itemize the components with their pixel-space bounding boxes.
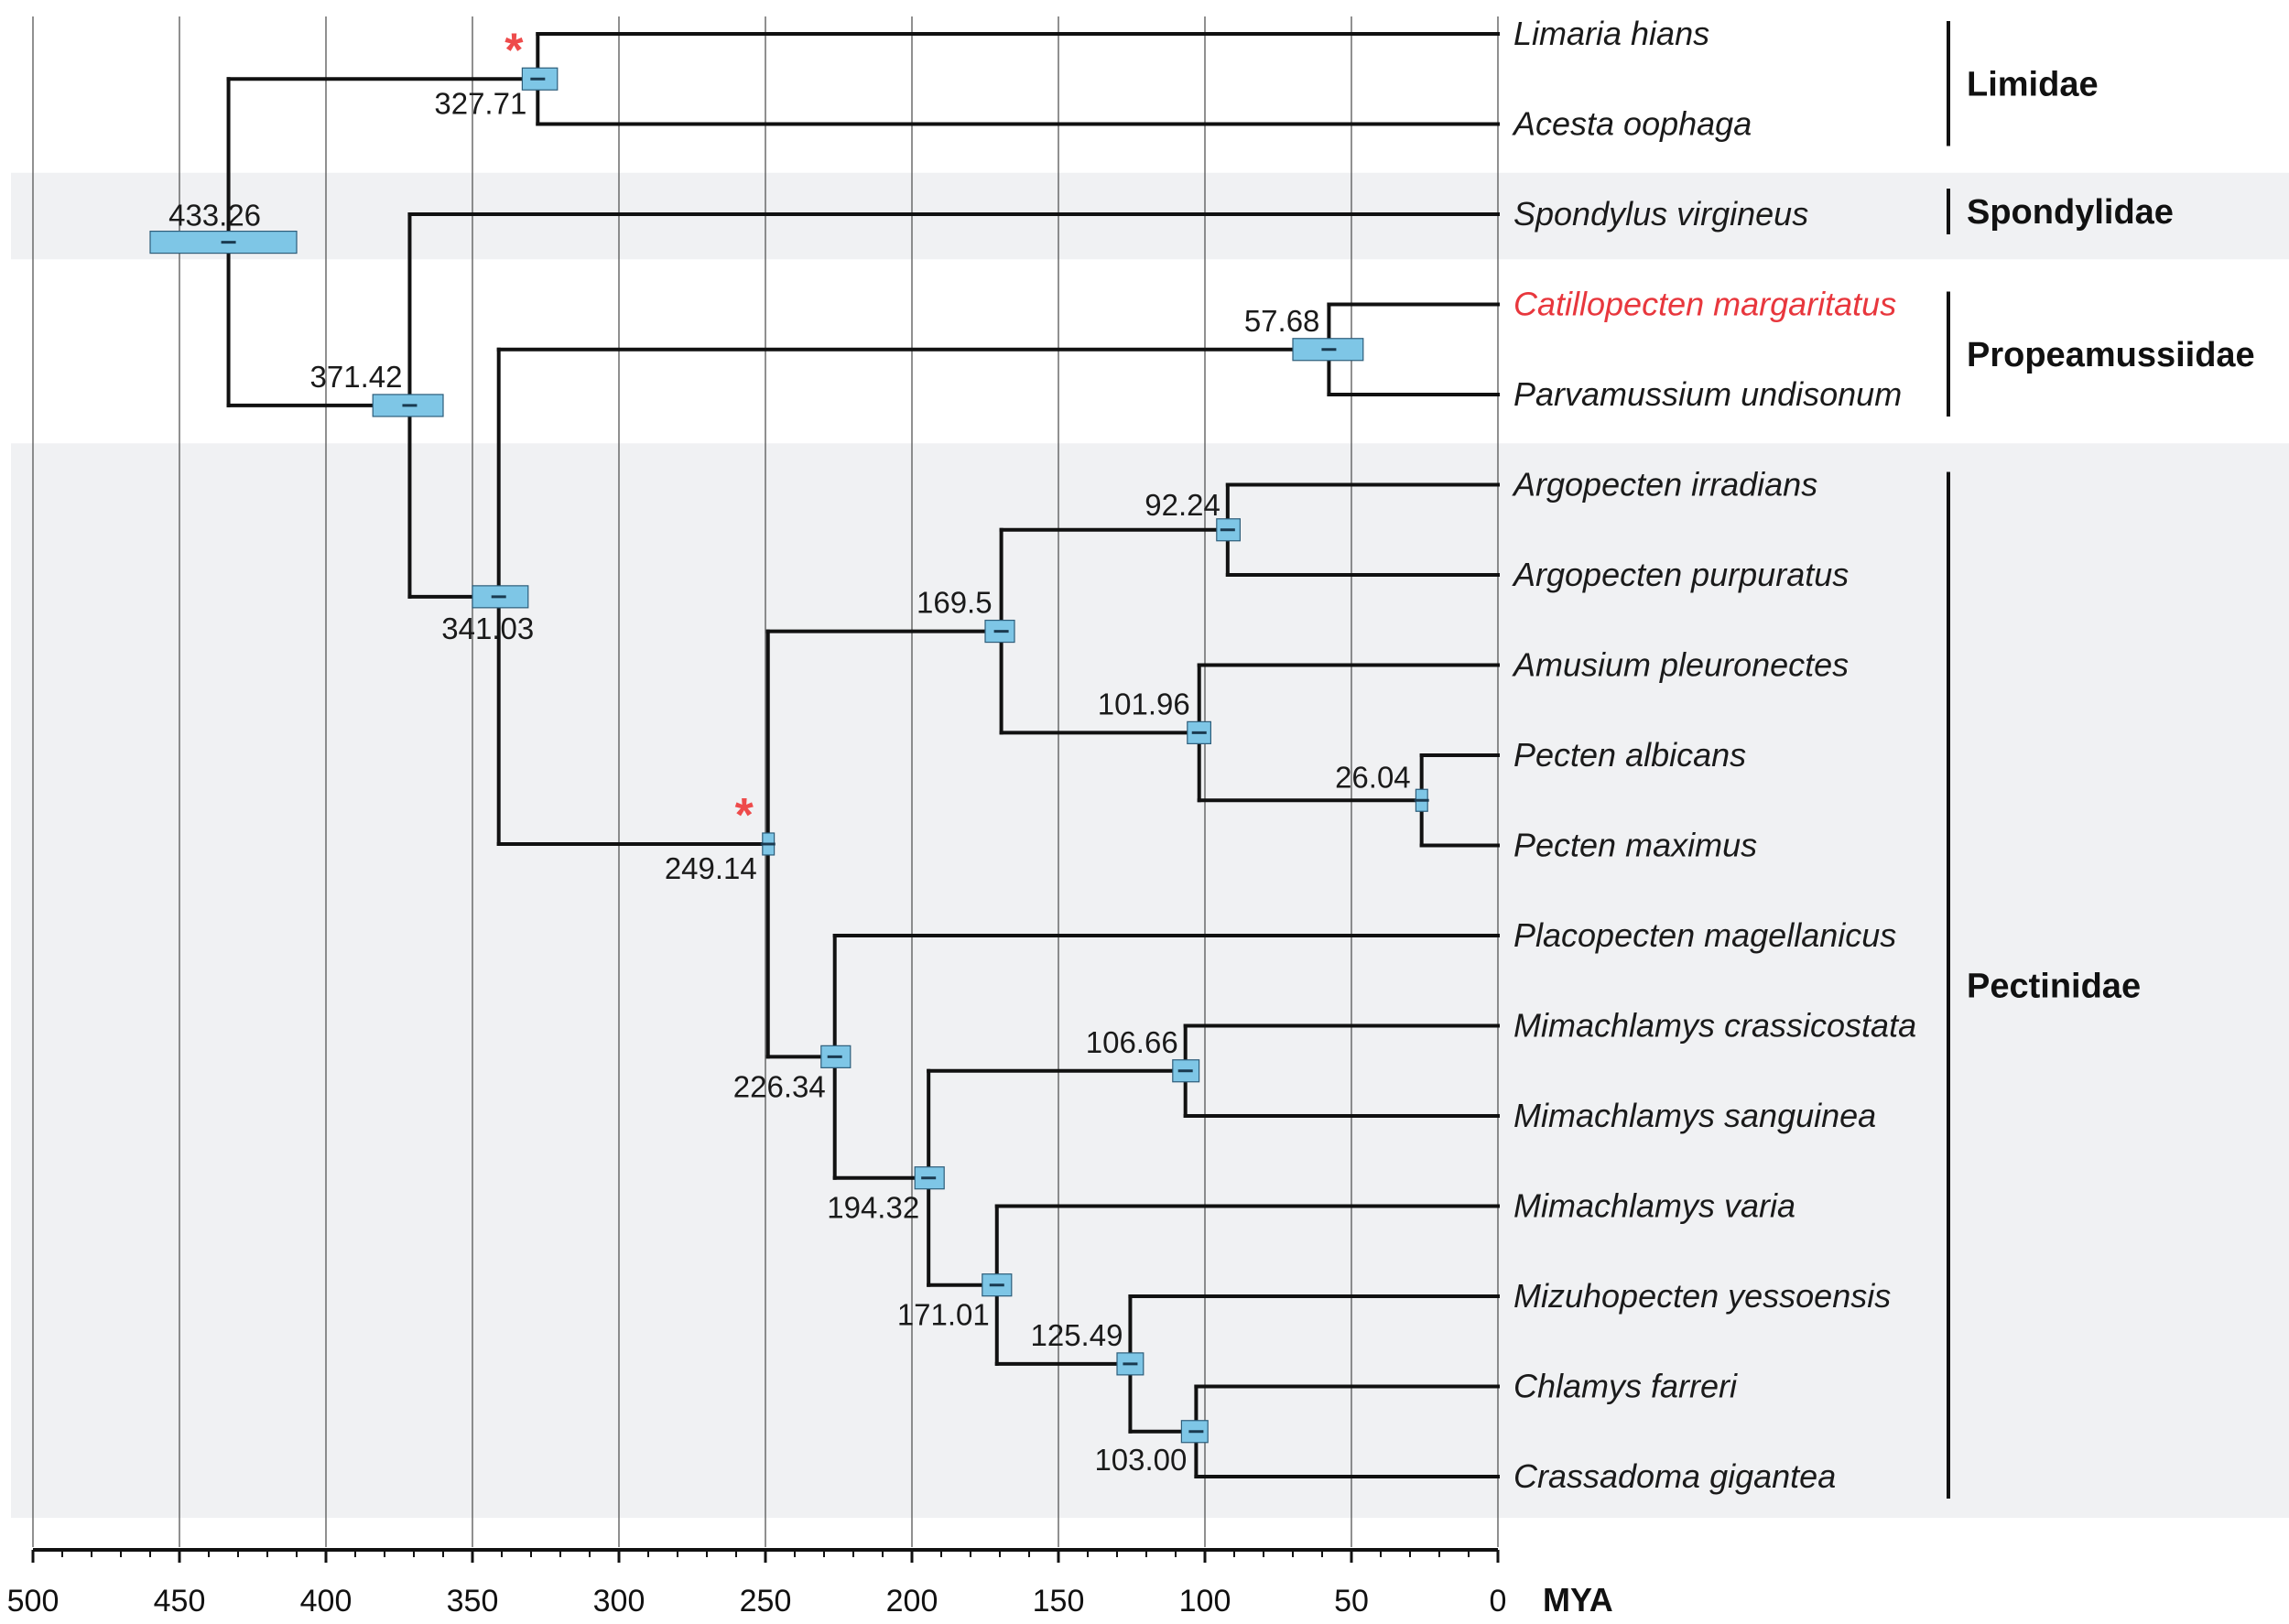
family-label-spondylidae: Spondylidae (1967, 193, 2174, 232)
axis-tick-label-50: 50 (1334, 1584, 1369, 1619)
axis-tick-label-500: 500 (7, 1584, 60, 1619)
node-age-labels: 433.26 327.71 371.42 341.03 57.68 249.14 169.5… (168, 86, 1411, 1477)
node-age-label-n_c: 341.03 (441, 612, 534, 645)
axis-tick-label-350: 350 (447, 1584, 499, 1619)
hpd-bar-n_h (1187, 720, 1212, 744)
axis-tick-label-150: 150 (1033, 1584, 1085, 1619)
node-age-label-n_b: 371.42 (310, 360, 403, 394)
taxon-label-limaria-hians: Limaria hians (1513, 15, 1709, 52)
node-age-label-n_f: 226.34 (733, 1069, 826, 1103)
node-age-label-n_n: 103.00 (1094, 1443, 1187, 1477)
taxon-label-placopecten-magellanicus: Placopecten magellanicus (1513, 916, 1896, 954)
axis-tick-label-200: 200 (886, 1584, 938, 1619)
taxon-label-crassadoma-gigantea: Crassadoma gigantea (1513, 1457, 1836, 1495)
node-age-label-n_pect: 249.14 (665, 851, 757, 885)
family-label-propeamussiidae: Propeamussiidae (1967, 336, 2255, 374)
taxon-label-argopecten-purpuratus: Argopecten purpuratus (1512, 556, 1849, 593)
taxon-label-mimachlamys-sanguinea: Mimachlamys sanguinea (1513, 1097, 1876, 1134)
hpd-bar-n_e (984, 619, 1015, 644)
taxon-label-argopecten-irradians: Argopecten irradians (1512, 466, 1817, 503)
node-age-label-n_prop: 57.68 (1244, 304, 1320, 338)
axis-tick-label-100: 100 (1179, 1584, 1231, 1619)
taxon-label-mimachlamys-crassicostata: Mimachlamys crassicostata (1513, 1007, 1916, 1045)
node-age-label-n_lim: 327.71 (434, 86, 526, 120)
taxon-label-mizuhopecten-yessoensis: Mizuhopecten yessoensis (1513, 1277, 1891, 1315)
hpd-bar-n_prop (1292, 338, 1364, 362)
taxon-label-chlamys-farreri: Chlamys farreri (1513, 1368, 1738, 1405)
node-age-label-n_pec: 26.04 (1335, 760, 1411, 794)
node-age-label-n_h: 101.96 (1098, 687, 1190, 720)
calibration-star-n_lim: * (504, 24, 524, 77)
family-brackets: LimidaeSpondylidaePropeamussiidaePectini… (1947, 21, 2255, 1499)
taxon-label-pecten-albicans: Pecten albicans (1513, 736, 1746, 774)
calibration-star-n_pect: * (735, 789, 754, 842)
node-age-label-n_mim: 106.66 (1086, 1025, 1178, 1059)
node-age-label-n_l: 171.01 (897, 1298, 990, 1332)
axis-tick-label-250: 250 (740, 1584, 792, 1619)
family-label-limidae: Limidae (1967, 65, 2099, 103)
axis-tick-label-300: 300 (593, 1584, 645, 1619)
node-age-label-n_m: 125.49 (1030, 1318, 1123, 1352)
taxon-label-spondylus-virgineus: Spondylus virgineus (1513, 195, 1808, 233)
family-bands (11, 172, 2289, 1518)
time-gridlines (32, 16, 1499, 1547)
taxon-label-catillopecten-margaritatus: Catillopecten margaritatus (1513, 286, 1896, 323)
axis-tick-label-450: 450 (154, 1584, 206, 1619)
taxon-label-parvamussium-undisonum: Parvamussium undisonum (1513, 375, 1902, 413)
node-age-label-n_arg: 92.24 (1144, 488, 1220, 522)
node-age-bars (149, 67, 1429, 1444)
node-age-label-n_j: 194.32 (827, 1191, 919, 1225)
node-age-label-root: 433.26 (168, 199, 261, 233)
axis-tick-label-0: 0 (1490, 1584, 1507, 1619)
axis-tick-label-400: 400 (300, 1584, 353, 1619)
taxon-label-pecten-maximus: Pecten maximus (1513, 827, 1757, 864)
calibration-stars: ** (504, 24, 754, 842)
node-age-label-n_e: 169.5 (917, 586, 993, 620)
band-pectinidae (11, 443, 2289, 1518)
taxon-label-acesta-oophaga: Acesta oophaga (1512, 105, 1752, 143)
taxon-label-amusium-pleuronectes: Amusium pleuronectes (1512, 646, 1849, 684)
axis-unit-label: MYA (1543, 1581, 1613, 1619)
family-label-pectinidae: Pectinidae (1967, 967, 2141, 1005)
taxon-label-mimachlamys-varia: Mimachlamys varia (1513, 1187, 1795, 1225)
